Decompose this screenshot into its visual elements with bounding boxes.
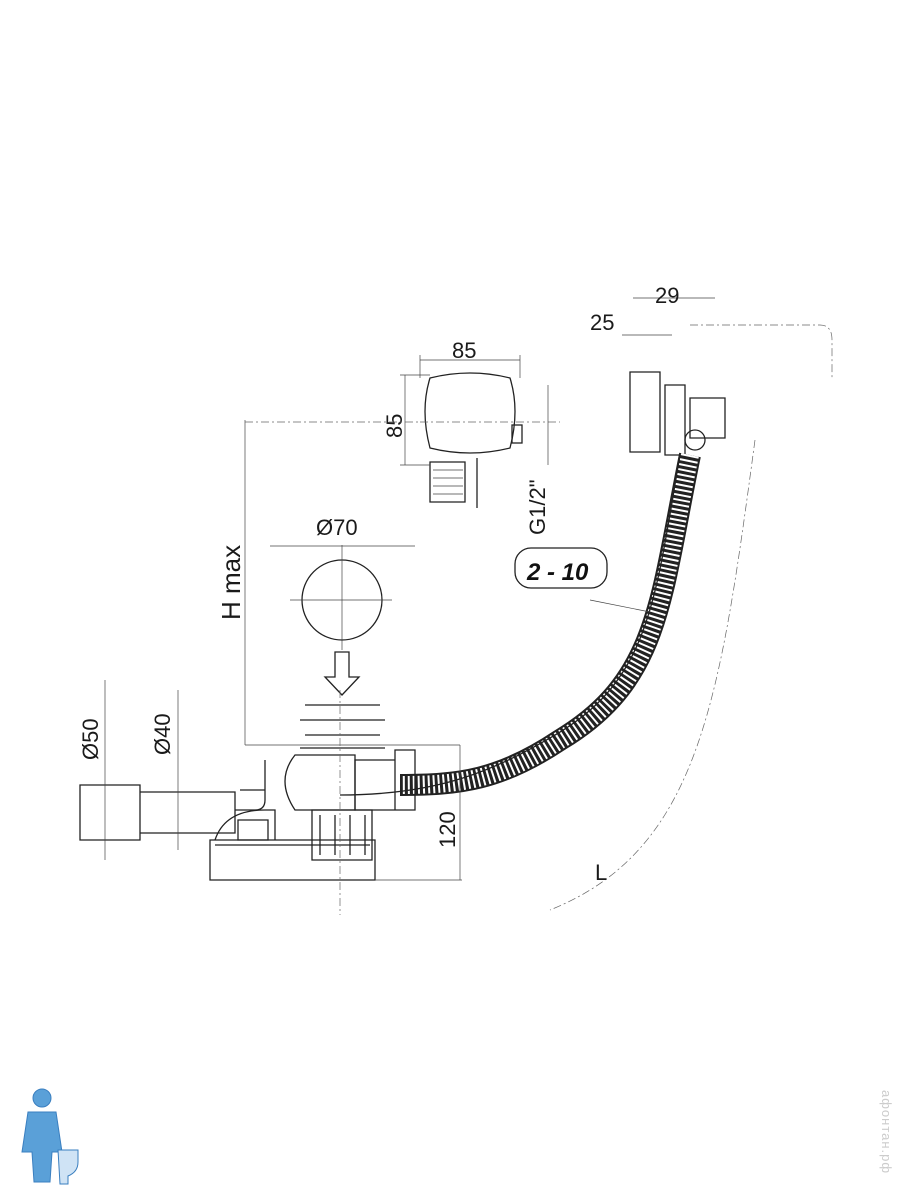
dim-thread: G1/2" bbox=[525, 479, 550, 535]
dim-overflow-width: 85 bbox=[452, 338, 476, 363]
dim-overflow-offset: 29 bbox=[655, 283, 679, 308]
dim-wall-range: 2 - 10 bbox=[526, 559, 589, 586]
plumber-mascot-logo bbox=[21, 1088, 79, 1185]
overflow-side-view bbox=[622, 297, 833, 456]
overflow-front-view bbox=[400, 355, 560, 508]
dim-trap-height: 120 bbox=[435, 811, 460, 848]
plug-top-view bbox=[270, 545, 415, 696]
dim-overflow-height: 85 bbox=[382, 414, 407, 438]
waste-assembly bbox=[79, 680, 462, 915]
dim-outlet-large: Ø50 bbox=[78, 718, 103, 760]
arrow-down-icon bbox=[323, 651, 361, 696]
dim-outlet-small: Ø40 bbox=[150, 713, 175, 755]
length-dimension-line bbox=[549, 439, 756, 911]
wall-thickness-badge bbox=[514, 547, 651, 613]
dim-length: L bbox=[595, 860, 607, 885]
flexible-hose bbox=[339, 452, 701, 796]
dim-overflow-depth: 25 bbox=[590, 310, 614, 335]
watermark: афонтан.рф bbox=[879, 1090, 894, 1175]
dim-height-max: H max bbox=[216, 545, 246, 620]
dim-plug-diameter: Ø70 bbox=[316, 515, 358, 540]
